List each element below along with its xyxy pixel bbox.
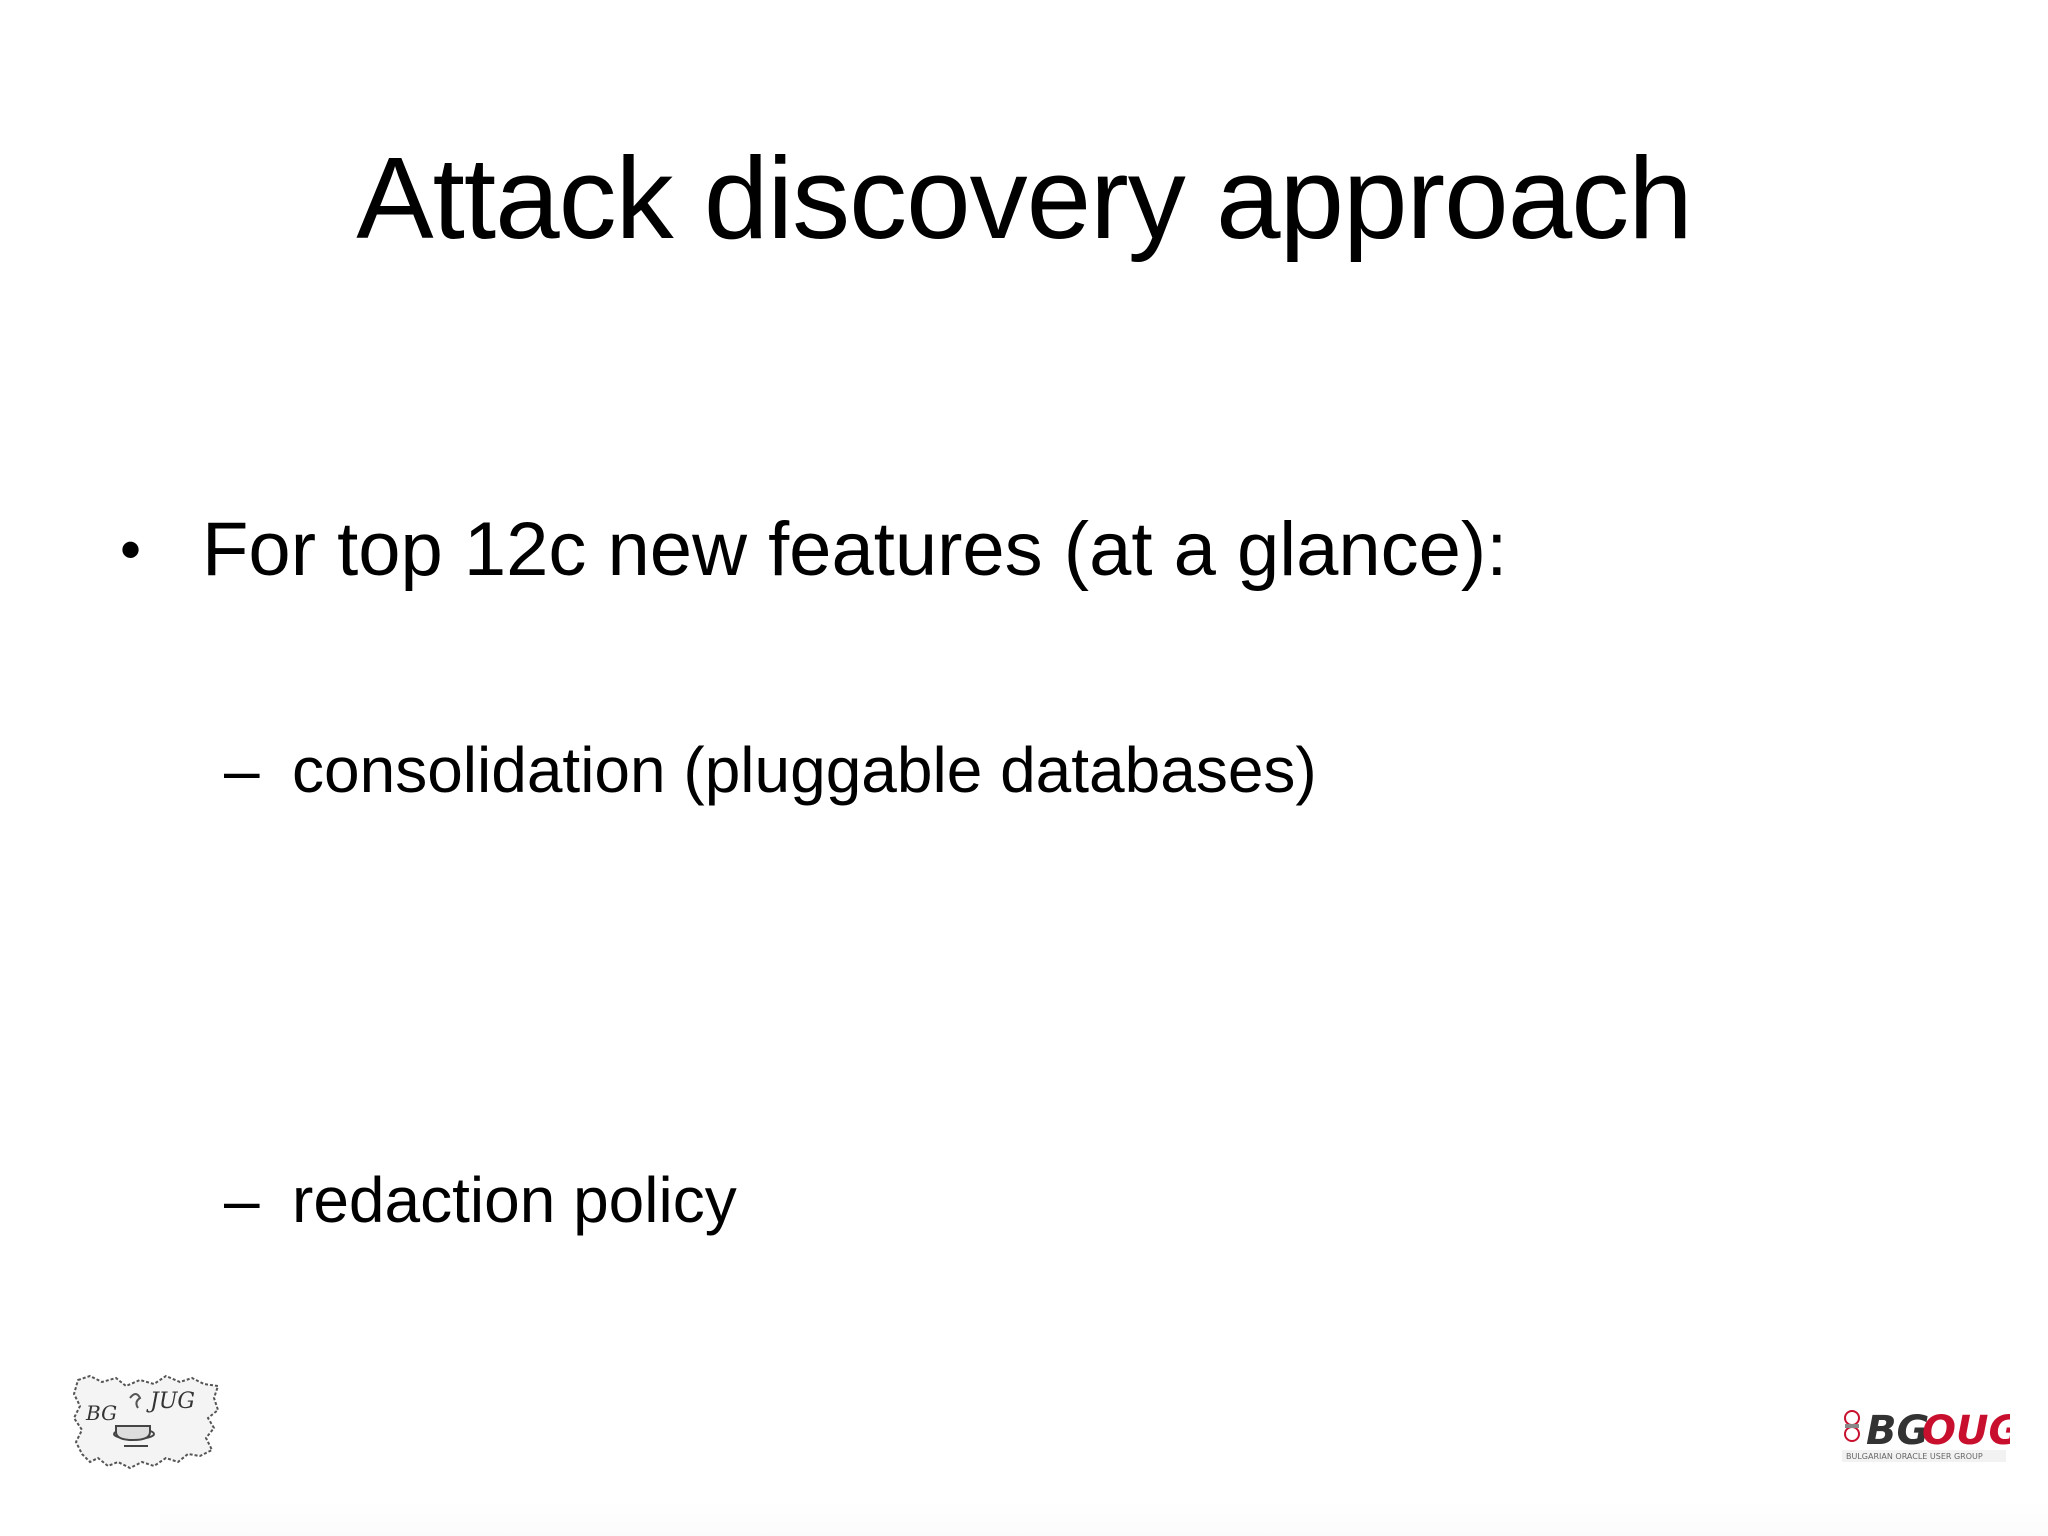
bgjug-logo-icon: BG JUG	[72, 1374, 220, 1470]
bullet-item: • For top 12c new features (at a glance):	[120, 500, 1507, 600]
svg-text:JUG: JUG	[146, 1389, 195, 1414]
bgoug-logo: BG OUG BULGARIAN ORACLE USER GROUP	[1838, 1400, 2021, 1472]
svg-text:BG: BG	[1866, 1408, 1929, 1454]
bgjug-logo: BG JUG	[68, 1368, 228, 1480]
svg-text:BG: BG	[85, 1401, 117, 1425]
dash-marker: –	[224, 1164, 260, 1236]
footer-band	[160, 1500, 2048, 1536]
bullet-marker: •	[120, 516, 142, 583]
slide-title: Attack discovery approach	[356, 133, 1692, 263]
sub-item-text: redaction policy	[292, 1164, 737, 1236]
sub-item-text: consolidation (pluggable databases)	[292, 734, 1317, 806]
dash-marker: –	[224, 734, 260, 806]
svg-text:OUG: OUG	[1922, 1408, 2010, 1454]
bullet-text: For top 12c new features (at a glance):	[202, 507, 1508, 592]
svg-text:BULGARIAN ORACLE USER GROUP: BULGARIAN ORACLE USER GROUP	[1846, 1452, 1983, 1461]
sub-item-redaction: –redaction policy	[224, 1158, 737, 1242]
sub-item-consolidation: –consolidation (pluggable databases)	[224, 728, 1317, 812]
bgoug-logo-icon: BG OUG BULGARIAN ORACLE USER GROUP	[1842, 1408, 2021, 1462]
